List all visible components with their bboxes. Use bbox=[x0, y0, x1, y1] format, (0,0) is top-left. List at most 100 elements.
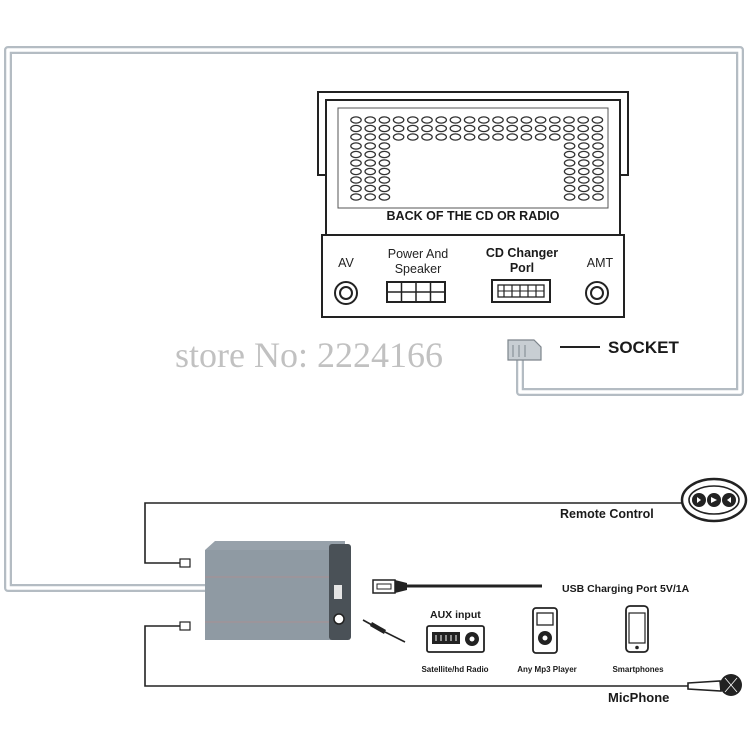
vent-hole bbox=[577, 167, 590, 176]
vent-hole bbox=[364, 159, 377, 167]
vent-hole bbox=[577, 116, 590, 124]
adapter-module bbox=[205, 541, 351, 640]
vent-hole bbox=[548, 133, 561, 141]
vent-hole bbox=[563, 142, 576, 150]
vent-hole bbox=[421, 133, 433, 141]
vent-hole bbox=[435, 124, 448, 133]
vent-hole bbox=[592, 176, 604, 184]
vent-hole bbox=[378, 150, 391, 159]
vent-hole bbox=[492, 124, 504, 133]
vent-hole bbox=[435, 133, 448, 141]
vent-hole bbox=[463, 133, 476, 141]
vent-hole bbox=[563, 193, 576, 201]
vent-hole bbox=[577, 150, 590, 159]
vent-hole bbox=[406, 116, 419, 124]
vent-hole bbox=[364, 167, 377, 176]
vent-hole bbox=[350, 142, 362, 150]
vent-hole bbox=[520, 116, 533, 124]
vent-hole bbox=[378, 167, 391, 176]
store-watermark: store No: 2224166 bbox=[175, 335, 443, 375]
vent-hole bbox=[563, 184, 576, 193]
ventilation-holes bbox=[350, 116, 604, 201]
vent-hole bbox=[577, 133, 590, 141]
vent-hole bbox=[449, 124, 462, 133]
vent-hole bbox=[591, 133, 604, 141]
vent-hole bbox=[350, 133, 362, 141]
head-unit: BACK OF THE CD OR RADIO AV Power And Spe… bbox=[317, 91, 629, 318]
vent-hole bbox=[506, 124, 519, 133]
remote-control-icon bbox=[680, 477, 748, 523]
vent-hole bbox=[506, 116, 519, 124]
usb-charging-label: USB Charging Port 5V/1A bbox=[562, 583, 690, 595]
microphone-label: MicPhone bbox=[608, 690, 669, 705]
vent-hole bbox=[449, 133, 462, 141]
vent-hole bbox=[548, 116, 561, 124]
vent-hole bbox=[350, 167, 362, 176]
vent-hole bbox=[577, 124, 590, 133]
vent-hole bbox=[378, 124, 391, 133]
amt-jack-icon bbox=[585, 281, 609, 305]
vent-hole bbox=[463, 116, 476, 124]
vent-hole bbox=[364, 176, 377, 184]
vent-hole bbox=[563, 167, 576, 176]
power-port-label-line2: Speaker bbox=[395, 262, 442, 276]
vent-hole bbox=[534, 124, 547, 133]
vent-hole bbox=[506, 133, 519, 141]
vent-hole bbox=[477, 124, 490, 133]
vent-hole bbox=[364, 184, 377, 193]
vent-hole bbox=[392, 133, 405, 141]
vent-hole bbox=[378, 176, 391, 184]
vent-hole bbox=[548, 124, 561, 133]
vent-hole bbox=[577, 159, 590, 167]
vent-hole bbox=[577, 142, 590, 150]
vent-hole bbox=[492, 133, 504, 141]
vent-hole bbox=[534, 133, 547, 141]
vent-hole bbox=[577, 193, 590, 201]
aux-input-label: AUX input bbox=[430, 609, 481, 621]
vent-hole bbox=[592, 159, 604, 167]
socket-plug-icon bbox=[507, 339, 542, 361]
vent-hole bbox=[435, 116, 448, 124]
vent-hole bbox=[350, 150, 362, 159]
vent-hole bbox=[392, 124, 405, 133]
vent-hole bbox=[592, 150, 604, 159]
power-port-label-line1: Power And bbox=[388, 247, 449, 261]
vent-hole bbox=[563, 176, 576, 184]
vent-hole bbox=[378, 159, 391, 167]
vent-hole bbox=[592, 184, 604, 193]
vent-hole bbox=[364, 193, 377, 201]
vent-hole bbox=[421, 124, 433, 133]
vent-hole bbox=[350, 124, 362, 133]
microphone-icon bbox=[687, 674, 742, 696]
vent-hole bbox=[563, 159, 576, 167]
main-cable bbox=[4, 46, 744, 592]
vent-hole bbox=[378, 193, 391, 201]
mp3-player-icon bbox=[532, 607, 558, 654]
vent-hole bbox=[520, 133, 533, 141]
vent-hole bbox=[364, 133, 377, 141]
vent-hole bbox=[364, 150, 377, 159]
remote-control-label: Remote Control bbox=[560, 507, 654, 521]
vent-hole bbox=[563, 116, 575, 124]
radio-label: Satellite/hd Radio bbox=[421, 665, 488, 674]
av-jack-icon bbox=[334, 281, 358, 305]
vent-hole bbox=[592, 167, 604, 176]
mp3-player-label: Any Mp3 Player bbox=[517, 665, 577, 674]
vent-hole bbox=[378, 133, 391, 141]
vent-hole bbox=[592, 142, 604, 150]
vent-hole bbox=[350, 116, 362, 124]
amt-port-label: AMT bbox=[587, 256, 614, 270]
aux-plug-icon bbox=[362, 619, 406, 643]
vent-hole bbox=[577, 184, 590, 193]
cd-port-label-line2: Porl bbox=[510, 261, 534, 275]
vent-hole bbox=[577, 176, 590, 184]
vent-hole bbox=[477, 133, 490, 141]
vent-hole bbox=[378, 116, 391, 124]
vent-hole bbox=[364, 142, 377, 150]
vent-hole bbox=[350, 159, 362, 167]
vent-hole bbox=[534, 116, 547, 124]
vent-hole bbox=[350, 193, 362, 201]
vent-hole bbox=[563, 133, 575, 141]
vent-hole bbox=[364, 116, 377, 124]
